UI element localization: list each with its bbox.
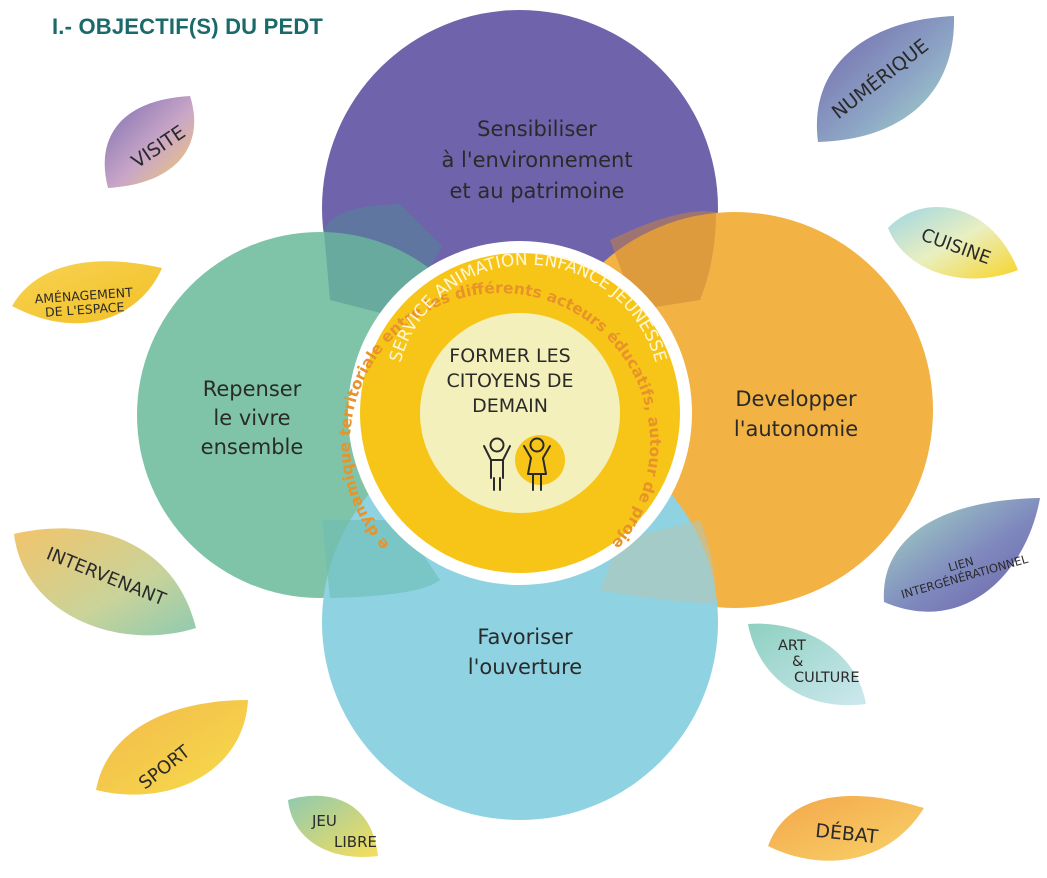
center-pale-circle xyxy=(420,313,620,513)
text-line: LIBRE xyxy=(334,833,377,851)
leaf-jeu-libre: JEU LIBRE xyxy=(288,795,378,857)
leaf-icon xyxy=(104,96,195,188)
text-line: l'autonomie xyxy=(734,417,858,441)
leaf-icon xyxy=(816,16,955,142)
text-line: l'ouverture xyxy=(468,655,582,679)
text-line: et au patrimoine xyxy=(450,179,625,203)
leaf-lien: LIENINTERGÉNÉRATIONNEL xyxy=(883,498,1040,612)
text-line: ensemble xyxy=(201,435,304,459)
leaf-art-culture: ART&CULTURE xyxy=(748,623,866,706)
circle-label-environment: Sensibiliser à l'environnement et au patri… xyxy=(441,117,632,203)
text-line: & xyxy=(792,654,803,670)
text-line: DE L'ESPACE xyxy=(45,299,125,320)
text-line: CULTURE xyxy=(794,670,860,686)
leaf-label-jeu-libre: JEU LIBRE xyxy=(311,812,377,851)
leaf-icon xyxy=(748,623,866,706)
leaf-debat: DÉBAT xyxy=(768,796,924,861)
circle-label-vivre-ensemble: Repenser le vivre ensemble xyxy=(201,377,304,459)
text-line: AMÉNAGEMENT xyxy=(34,285,133,307)
leaf-cuisine: CUISINE xyxy=(888,207,1018,279)
children-icon xyxy=(483,435,565,491)
leaf-numerique: NUMÉRIQUE xyxy=(816,16,955,142)
leaf-amenagement: AMÉNAGEMENTDE L'ESPACE xyxy=(12,261,162,324)
text-line: CITOYENS DE xyxy=(447,370,574,392)
circle-label-ouverture: Favoriser l'ouverture xyxy=(468,625,582,679)
overlap-purple-orange xyxy=(610,211,716,310)
page-title: I.- OBJECTIF(S) DU PEDT xyxy=(52,14,324,39)
leaf-intervenant: INTERVENANT xyxy=(14,528,196,636)
leaf-icon xyxy=(12,261,162,324)
text-line: JEU xyxy=(311,812,337,830)
leaf-label-art-culture: ART&CULTURE xyxy=(778,638,860,686)
leaf-sport: SPORT xyxy=(96,700,248,795)
text-line: à l'environnement xyxy=(441,148,632,172)
text-line: Sensibiliser xyxy=(477,117,597,141)
text-line: Developper xyxy=(735,387,857,411)
leaf-icon xyxy=(888,207,1018,279)
leaf-icon xyxy=(14,528,196,636)
text-line: Favoriser xyxy=(477,625,573,649)
text-line: ART xyxy=(778,638,806,654)
text-line: DEMAIN xyxy=(472,395,548,417)
leaf-icon xyxy=(883,498,1040,612)
leaf-label-amenagement: AMÉNAGEMENTDE L'ESPACE xyxy=(34,285,134,321)
leaf-icon xyxy=(288,795,378,857)
text-line: Repenser xyxy=(203,377,302,401)
text-line: LIEN xyxy=(947,554,976,575)
leaf-icon xyxy=(768,796,924,861)
text-line: FORMER LES xyxy=(449,345,570,367)
text-line: le vivre xyxy=(213,406,290,430)
center-main-text: FORMER LES CITOYENS DE DEMAIN xyxy=(447,345,574,417)
circle-label-autonomie: Developper l'autonomie xyxy=(734,387,858,441)
leaf-visite: VISITE xyxy=(104,96,195,188)
leaf-icon xyxy=(96,700,248,795)
